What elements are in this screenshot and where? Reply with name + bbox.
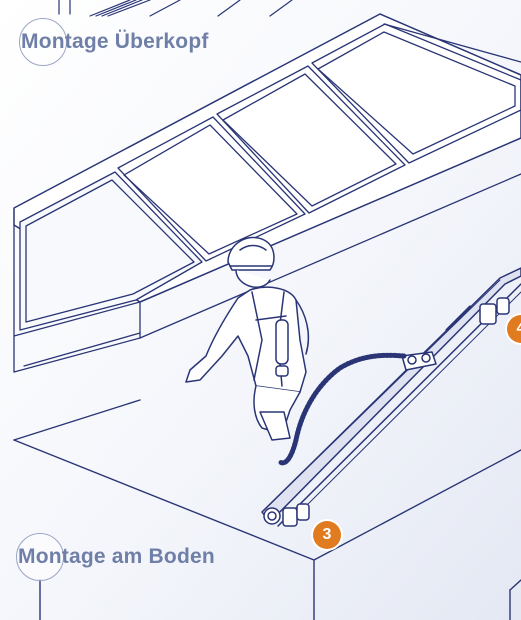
label-ground-text: Montage am Boden: [18, 545, 215, 569]
label-overhead-text: Montage Überkopf: [21, 30, 209, 54]
label-overhead-installation: Montage Überkopf: [21, 30, 209, 54]
marker-badge-3: 3: [313, 521, 341, 549]
label-ground-installation: Montage am Boden: [18, 545, 215, 569]
